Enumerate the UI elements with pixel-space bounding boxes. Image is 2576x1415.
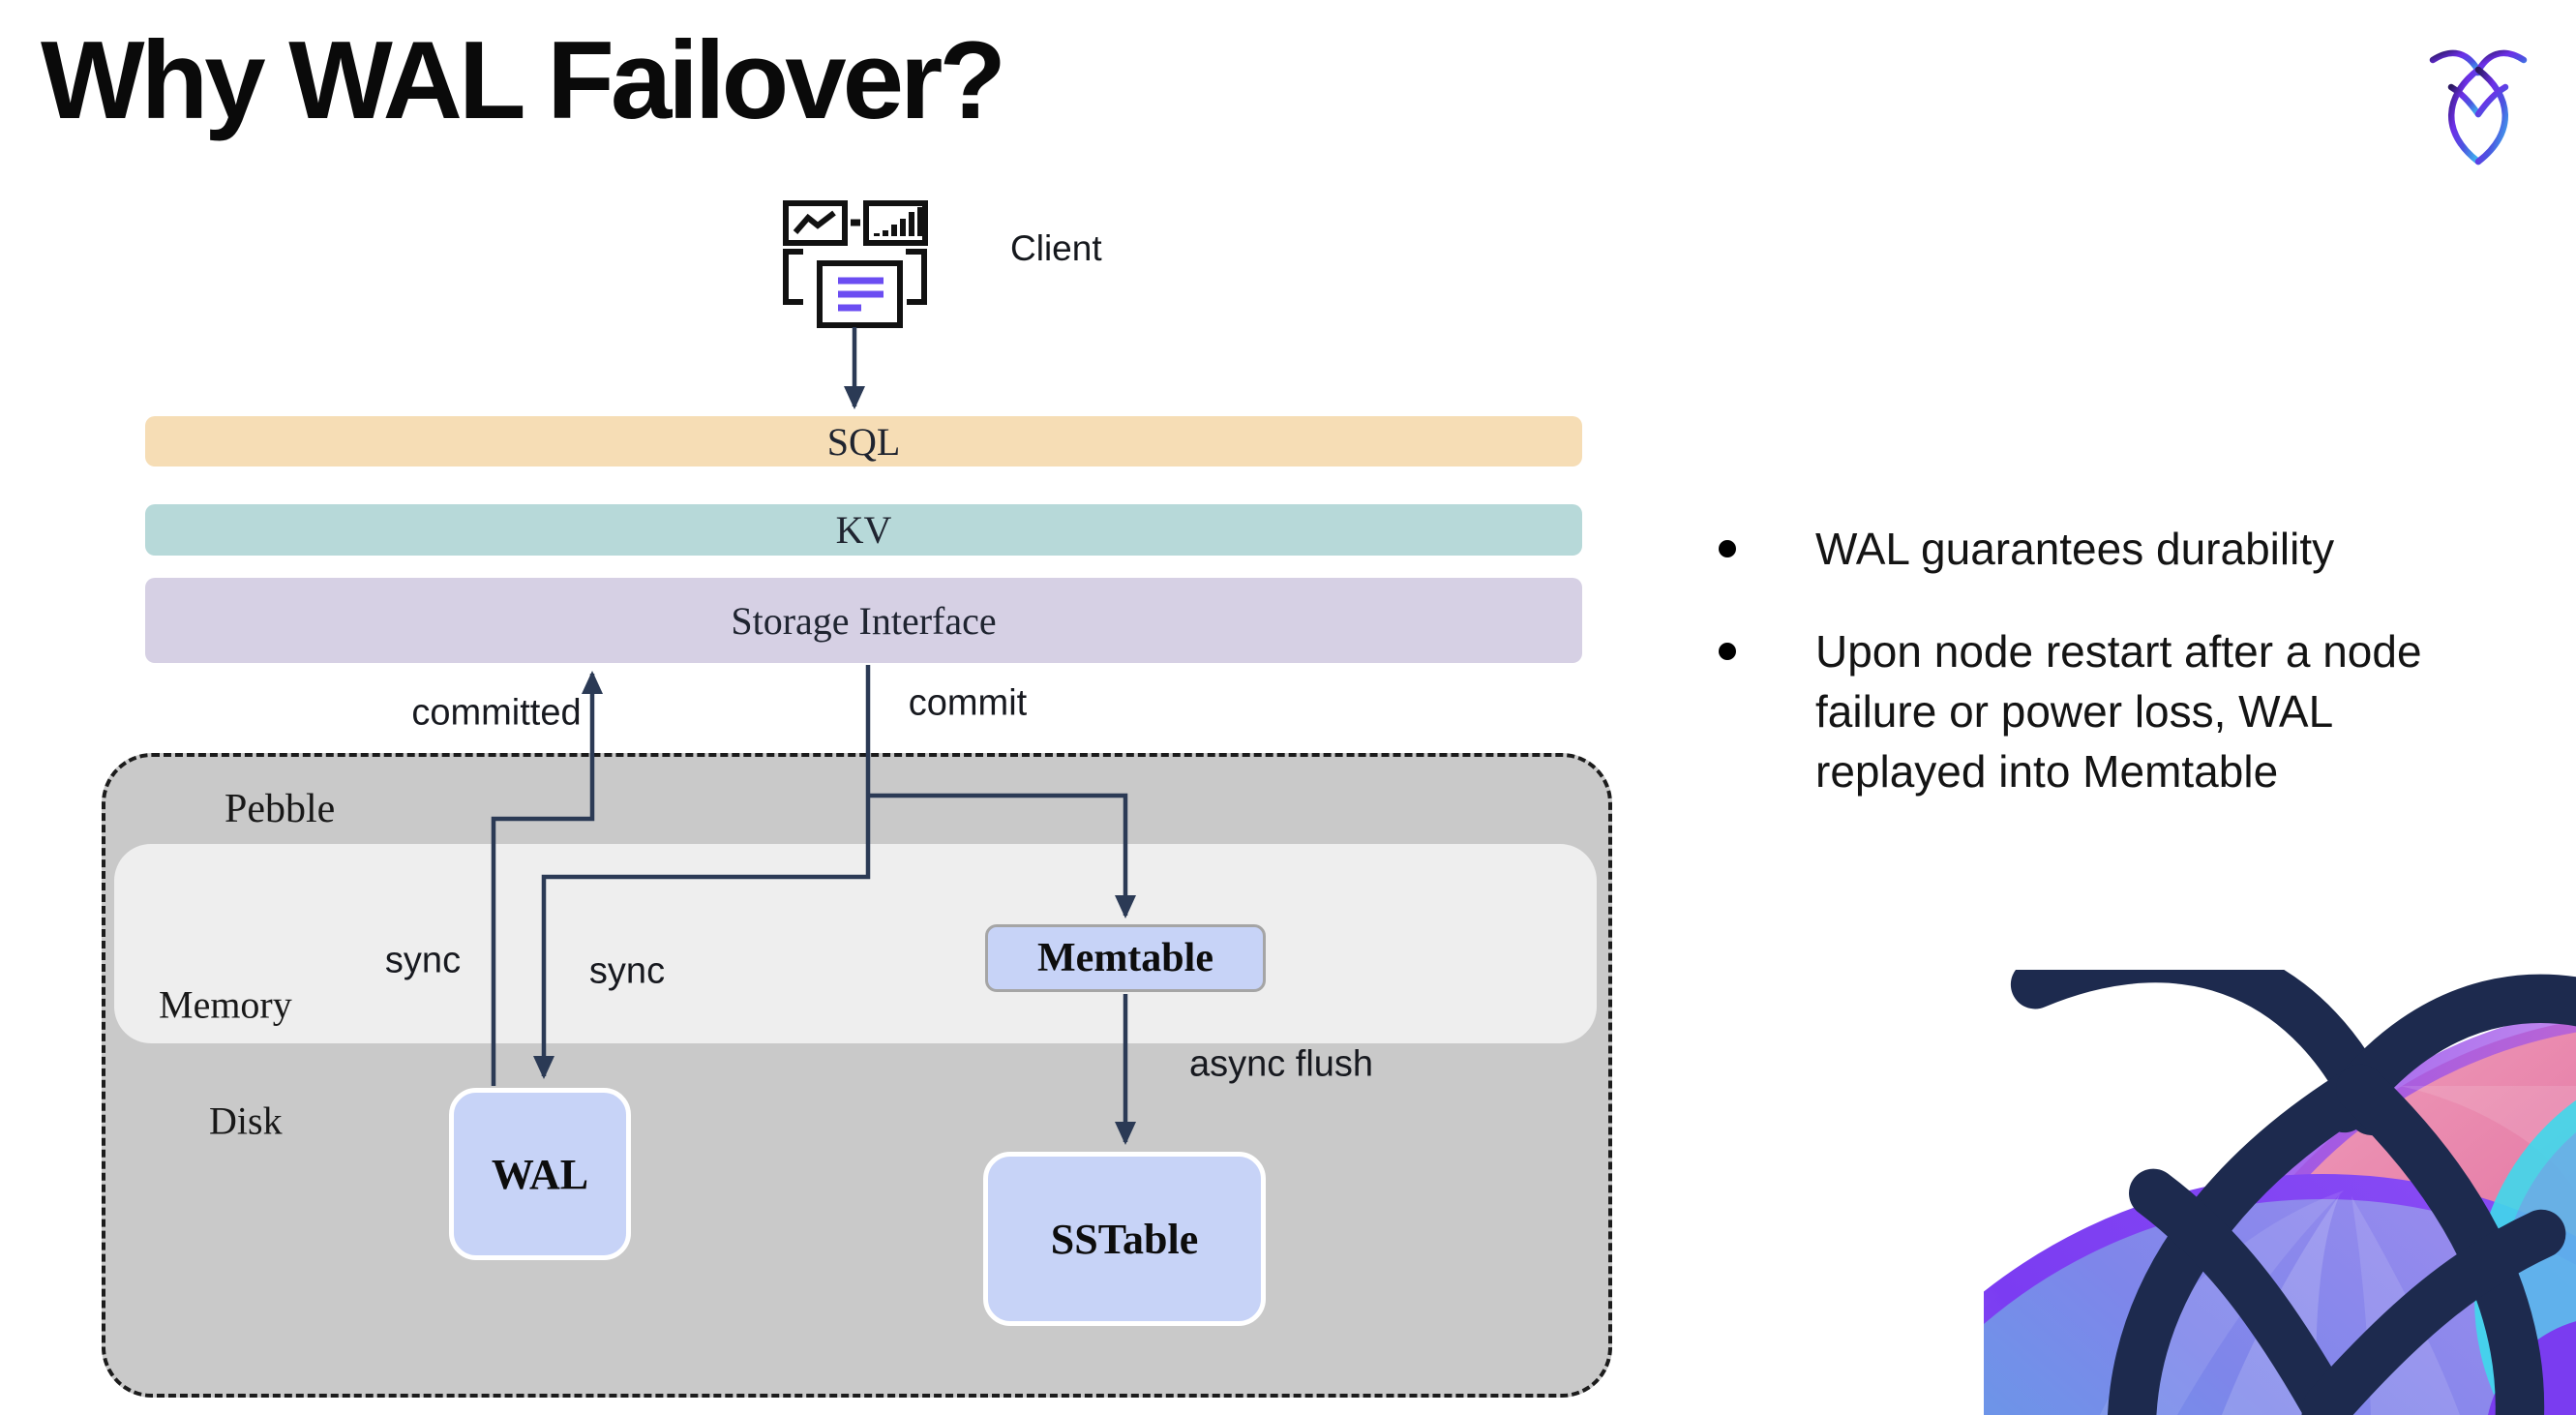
layer-kv: KV [145, 504, 1582, 556]
wal-label: WAL [491, 1150, 589, 1198]
memory-band [114, 844, 1597, 1043]
sstable-box: SSTable [983, 1152, 1266, 1326]
pebble-label: Pebble [225, 787, 336, 831]
line-chart-icon [783, 200, 848, 246]
memtable-box: Memtable [985, 924, 1266, 992]
layer-sql-label: SQL [826, 419, 901, 464]
sync-label-left: sync [384, 940, 462, 981]
bullet-item: WAL guarantees durability [1709, 519, 2444, 579]
client-label: Client [1010, 228, 1102, 268]
sync-label-right: sync [588, 950, 666, 992]
layer-kv-label: KV [835, 508, 892, 552]
bullet-list: WAL guarantees durability Upon node rest… [1709, 519, 2541, 844]
bar-chart-icon [863, 200, 928, 246]
layer-storage-label: Storage Interface [731, 598, 997, 643]
memory-label: Memory [159, 982, 292, 1027]
brand-art-decoration [1984, 970, 2576, 1415]
layer-sql: SQL [145, 416, 1582, 467]
async-flush-label: async flush [1188, 1043, 1374, 1085]
monitor-bracket-icon [783, 249, 927, 305]
wal-box: WAL [449, 1088, 631, 1260]
client-icon [783, 200, 928, 328]
bullet-item: Upon node restart after a node failure o… [1709, 621, 2444, 801]
memtable-label: Memtable [1037, 936, 1213, 980]
sstable-label: SSTable [1050, 1215, 1199, 1263]
commit-label: commit [908, 682, 1028, 724]
cockroachdb-logo-icon [2429, 49, 2528, 166]
disk-label: Disk [209, 1099, 283, 1143]
committed-label: committed [411, 692, 582, 734]
page-title: Why WAL Failover? [41, 19, 1006, 142]
layer-storage-interface: Storage Interface [145, 578, 1582, 663]
cockroach-glyph-large [2010, 970, 2576, 1415]
